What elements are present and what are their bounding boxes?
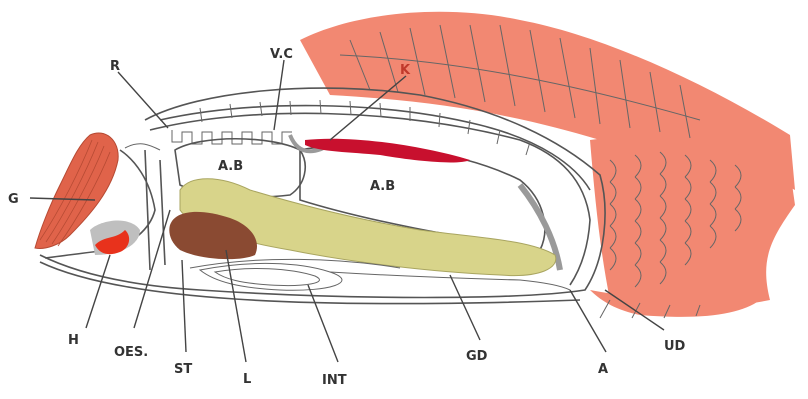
kidney — [305, 139, 470, 163]
label-a: A — [598, 362, 608, 377]
fin-group — [300, 12, 795, 318]
label-k: K — [400, 63, 411, 78]
tail-body — [590, 137, 795, 307]
label-gd: GD — [466, 349, 488, 364]
label-int: INT — [322, 373, 347, 388]
label-r: R — [110, 59, 120, 74]
label-l: L — [243, 372, 251, 387]
label-oes: OES. — [114, 345, 148, 360]
label-ab-2: A.B — [370, 179, 395, 194]
label-vc: V.C — [270, 47, 293, 62]
label-ud: UD — [664, 339, 686, 354]
gill-region — [35, 133, 165, 270]
label-ab-1: A.B — [218, 159, 243, 174]
label-st: ST — [174, 362, 192, 377]
label-h: H — [68, 333, 79, 348]
label-g: G — [8, 192, 19, 207]
